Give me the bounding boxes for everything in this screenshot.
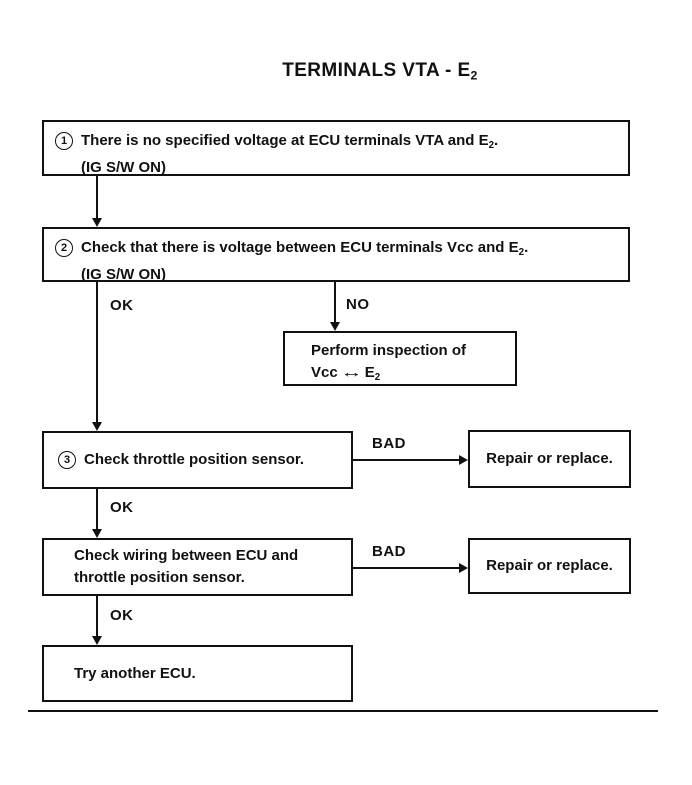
arrowhead-down-icon xyxy=(92,422,102,431)
connector-step3-repair1 xyxy=(353,459,459,461)
repair1-text: Repair or replace. xyxy=(486,450,613,467)
page-title-text: TERMINALS VTA - E xyxy=(282,60,471,81)
connector-step4-repair2 xyxy=(353,567,459,569)
arrowhead-down-icon xyxy=(92,529,102,538)
step4-line2: throttle position sensor. xyxy=(74,569,245,586)
arrowhead-right-icon xyxy=(459,563,468,573)
step5-box: Try another ECU. xyxy=(42,645,353,702)
arrowhead-down-icon xyxy=(330,322,340,331)
inspection-subscript: 2 xyxy=(374,371,381,383)
connector-step2-step3 xyxy=(96,282,98,423)
branch-label-ok-3: OK xyxy=(110,607,134,624)
step2-text-pre: Check that there is voltage between ECU … xyxy=(81,239,519,256)
branch-label-no: NO xyxy=(346,296,370,313)
step2-number-badge: 2 xyxy=(55,239,73,257)
step2-text: Check that there is voltage between ECU … xyxy=(81,237,528,264)
arrowhead-down-icon xyxy=(92,218,102,227)
step2-text-subscript: 2 xyxy=(518,246,525,258)
connector-step2-inspection xyxy=(334,282,336,323)
branch-label-bad-2: BAD xyxy=(372,543,406,560)
connector-step4-step5 xyxy=(96,596,98,637)
step3-text: Check throttle position sensor. xyxy=(84,451,305,468)
step2-text-post: . xyxy=(524,239,529,256)
step1-text-post: . xyxy=(494,132,499,149)
arrowhead-right-icon xyxy=(459,455,468,465)
branch-label-ok-2: OK xyxy=(110,499,134,516)
page-title: TERMINALS VTA - E2 xyxy=(70,60,690,83)
step1-text: There is no specified voltage at ECU ter… xyxy=(81,130,498,157)
step3-box: 3 Check throttle position sensor. xyxy=(42,431,353,489)
inspection-line2: Vcc↔E2 xyxy=(311,362,507,389)
repair2-text: Repair or replace. xyxy=(486,557,613,574)
step2-box: 2 Check that there is voltage between EC… xyxy=(42,227,630,283)
repair1-box: Repair or replace. xyxy=(468,430,631,488)
step3-number-badge: 3 xyxy=(58,451,76,469)
arrowhead-down-icon xyxy=(92,636,102,645)
page-divider xyxy=(28,710,658,712)
step4-box: Check wiring between ECU and throttle po… xyxy=(42,538,353,596)
page-title-subscript: 2 xyxy=(470,68,478,83)
step1-number-badge: 1 xyxy=(55,132,73,150)
step4-line1: Check wiring between ECU and xyxy=(74,547,299,564)
inspection-box: Perform inspection of Vcc↔E2 xyxy=(283,331,517,386)
branch-label-ok-1: OK xyxy=(110,297,134,314)
double-arrow-icon: ↔ xyxy=(339,364,363,381)
connector-step3-step4 xyxy=(96,489,98,530)
step1-box: 1 There is no specified voltage at ECU t… xyxy=(42,120,630,176)
step1-text-pre: There is no specified voltage at ECU ter… xyxy=(81,132,489,149)
step1-text-block: There is no specified voltage at ECU ter… xyxy=(81,130,498,179)
step2-text-block: Check that there is voltage between ECU … xyxy=(81,237,528,286)
step1-text-subscript: 2 xyxy=(488,139,495,151)
step2-condition: (IG S/W ON) xyxy=(81,265,166,283)
inspection-vcc: Vcc xyxy=(311,364,338,381)
inspection-line1: Perform inspection of xyxy=(311,342,467,359)
connector-step1-step2 xyxy=(96,176,98,219)
branch-label-bad-1: BAD xyxy=(372,435,406,452)
step5-text: Try another ECU. xyxy=(74,664,196,682)
step1-condition: (IG S/W ON) xyxy=(81,158,166,176)
repair2-box: Repair or replace. xyxy=(468,538,631,594)
inspection-e: E xyxy=(364,364,375,381)
